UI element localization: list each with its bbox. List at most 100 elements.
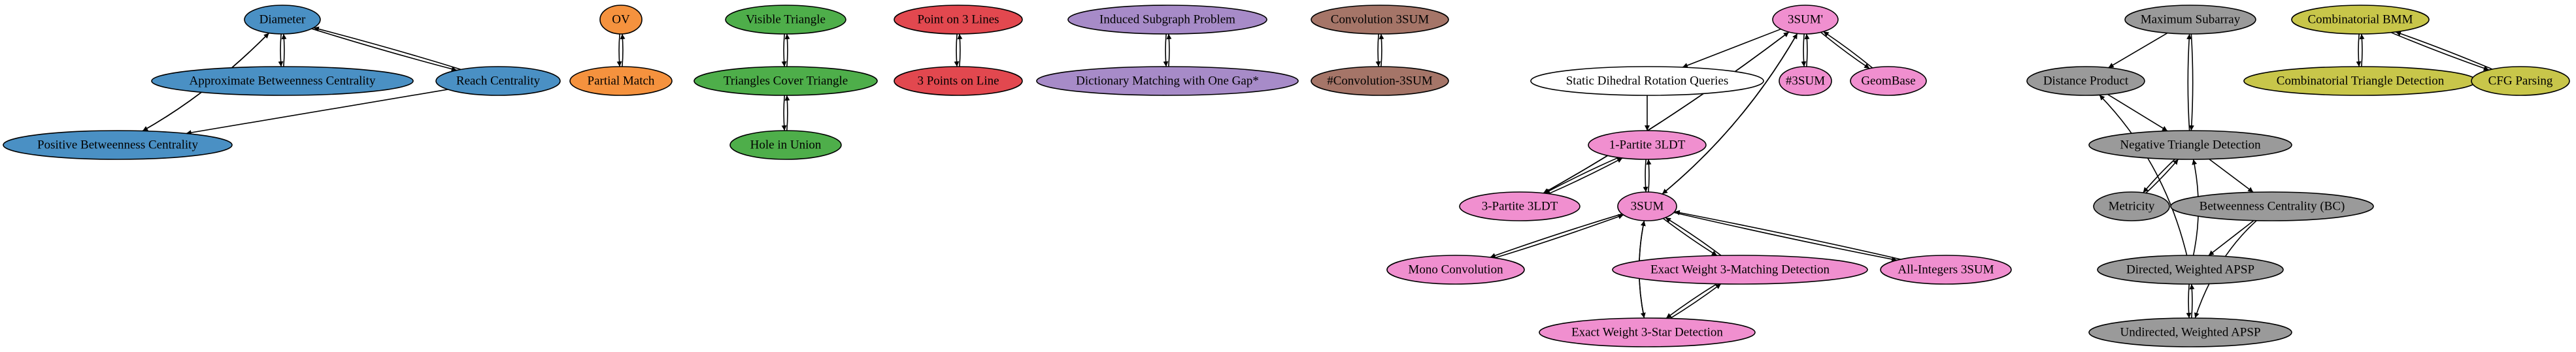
node-exact-matching: Exact Weight 3-Matching Detection — [1612, 255, 1868, 285]
edge-conv3sum-to-sharp_conv3sum — [1375, 33, 1381, 67]
node-ellipse — [2291, 5, 2430, 35]
node-label: Metricity — [2109, 200, 2155, 214]
node-bc: Betweenness Centrality (BC) — [2170, 191, 2374, 221]
edge-mono_conv-to-threesum — [1494, 214, 1624, 259]
node-hole-union: Hole in Union — [729, 130, 842, 160]
node-three-partite: 3-Partite 3LDT — [1459, 191, 1581, 221]
edge-threesum-to-one_partite — [1646, 159, 1652, 193]
edge-partial_match-to-ov — [620, 33, 626, 67]
edge-one_partite-to-threesum — [1643, 159, 1648, 193]
edge-exact_matching-to-exact_star — [1665, 283, 1717, 319]
node-points3line: 3 Points on Line — [894, 66, 1023, 96]
node-ellipse — [435, 66, 561, 96]
node-ellipse — [1530, 66, 1764, 96]
node-ellipse — [894, 66, 1023, 96]
node-ellipse — [894, 5, 1023, 35]
node-ellipse — [1459, 191, 1581, 221]
node-ellipse — [2124, 5, 2256, 35]
edge-all_int-to-threesum — [1674, 210, 1901, 260]
node-undir-apsp: Undirected, Weighted APSP — [2088, 317, 2292, 347]
edge-dir_apsp-to-undir_apsp — [2186, 283, 2192, 319]
node-ellipse — [694, 66, 878, 96]
node-label: GeomBase — [1861, 74, 1915, 88]
node-label: 3SUM — [1631, 200, 1664, 214]
node-visible-tri: Visible Triangle — [725, 5, 846, 35]
node-ellipse — [599, 5, 643, 35]
edge-point3lines-to-points3line — [954, 33, 960, 67]
edges-layer — [142, 26, 2493, 319]
node-ellipse — [1588, 130, 1707, 160]
node-label: Point on 3 Lines — [917, 13, 999, 27]
node-ellipse — [1617, 191, 1677, 221]
edge-max_subarray-to-neg_tri — [2188, 33, 2194, 131]
edge-hole_union-to-tri_cover — [784, 95, 790, 131]
node-label: Exact Weight 3-Matching Detection — [1650, 263, 1830, 277]
node-dict-match: Dictionary Matching with One Gap* — [1036, 66, 1299, 96]
node-comb-tri: Combinatorial Triangle Detection — [2243, 66, 2477, 96]
node-label: Combinatorial BMM — [2308, 13, 2413, 27]
node-cfg: CFG Parsing — [2471, 66, 2570, 96]
node-label: Visible Triangle — [746, 13, 826, 27]
node-sharp3sum: #3SUM — [1779, 66, 1832, 96]
edge-one_partite-to-three_partite — [1544, 157, 1619, 194]
node-ellipse — [1311, 66, 1449, 96]
node-label: Partial Match — [588, 74, 655, 88]
edge-diameter-to-approx_bc — [278, 33, 284, 67]
edge-bc-to-dir_apsp — [2208, 220, 2254, 257]
node-metricity: Metricity — [2093, 191, 2170, 221]
edge-max_subarray-to-dist_product — [2108, 32, 2168, 69]
node-all-int: All-Integers 3SUM — [1880, 255, 2012, 285]
node-ellipse — [1386, 255, 1525, 285]
node-ellipse — [1539, 317, 1756, 347]
node-label: 1-Partite 3LDT — [1609, 138, 1686, 152]
edge-threesum-to-threesum_p — [1662, 33, 1798, 195]
node-ellipse — [1311, 5, 1449, 35]
node-ellipse — [2471, 66, 2570, 96]
edge-three_partite-to-one_partite — [1548, 157, 1623, 195]
edge-three_partite-to-threesum_p — [1543, 31, 1790, 194]
node-dir-apsp: Directed, Weighted APSP — [2097, 255, 2284, 285]
node-conv3sum: Convolution 3SUM — [1311, 5, 1449, 35]
node-ellipse — [244, 5, 321, 35]
node-induced-sub: Induced Subgraph Problem — [1067, 5, 1267, 35]
edge-reach-to-pos_bc — [186, 89, 448, 135]
node-ellipse — [729, 130, 842, 160]
node-label: 3-Partite 3LDT — [1482, 200, 1558, 214]
edge-dir_apsp-to-dist_product — [2099, 94, 2188, 256]
node-label: All-Integers 3SUM — [1898, 263, 1994, 277]
node-label: Directed, Weighted APSP — [2126, 263, 2254, 277]
edge-sharp_conv3sum-to-conv3sum — [1379, 33, 1384, 67]
node-label: Distance Product — [2043, 74, 2129, 88]
node-threesum: 3SUM — [1617, 191, 1677, 221]
edge-threesum_p-to-geombase — [1820, 31, 1870, 69]
node-ellipse — [1067, 5, 1267, 35]
node-label: Approximate Betweenness Centrality — [190, 74, 376, 88]
node-label: Reach Centrality — [456, 74, 541, 88]
node-ellipse — [151, 66, 414, 96]
node-pos-bc: Positive Betweenness Centrality — [3, 130, 233, 160]
node-approx-bc: Approximate Betweenness Centrality — [151, 66, 414, 96]
node-ellipse — [1779, 66, 1832, 96]
node-label: OV — [612, 13, 630, 27]
edge-tri_cover-to-visible_tri — [784, 33, 790, 67]
node-label: Undirected, Weighted APSP — [2120, 326, 2260, 340]
node-label: Positive Betweenness Centrality — [37, 138, 198, 152]
node-ellipse — [2097, 255, 2284, 285]
node-dist-product: Distance Product — [2026, 66, 2145, 96]
node-ellipse — [2088, 130, 2292, 160]
node-ellipse — [2026, 66, 2145, 96]
node-one-partite: 1-Partite 3LDT — [1588, 130, 1707, 160]
node-threesum-p: 3SUM' — [1772, 5, 1839, 35]
node-ov: OV — [599, 5, 643, 35]
node-diameter: Diameter — [244, 5, 321, 35]
edge-comb_bmm-to-comb_tri — [2356, 33, 2362, 67]
node-partial-match: Partial Match — [569, 66, 673, 96]
edge-induced_sub-to-dict_match — [1163, 33, 1169, 67]
edge-threesum_p-to-sharp3sum — [1801, 33, 1807, 67]
edge-neg_tri-to-metricity — [2143, 159, 2176, 193]
node-ellipse — [2093, 191, 2170, 221]
edge-threesum_p-to-static_dihedral — [1682, 28, 1781, 68]
node-label: #3SUM — [1786, 74, 1825, 88]
